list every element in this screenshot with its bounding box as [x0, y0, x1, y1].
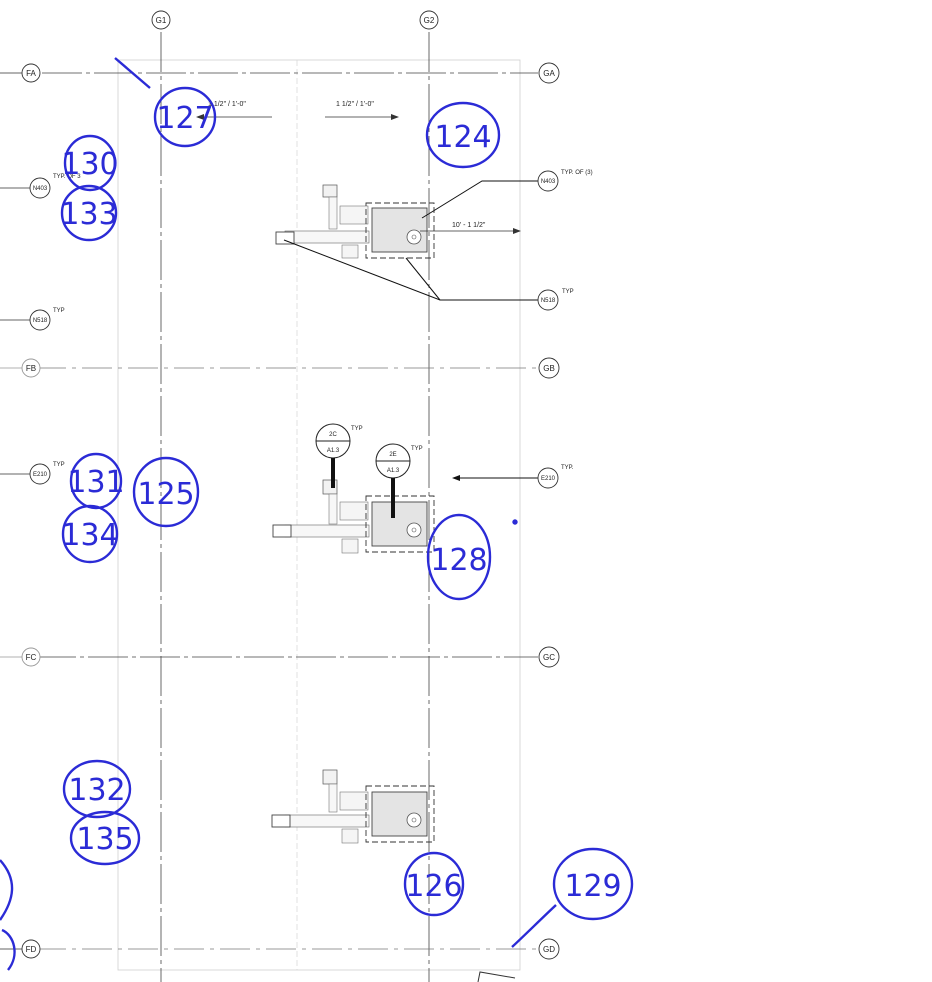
- grid-label-gd: GD: [543, 945, 555, 954]
- grid-label-fd: FD: [26, 945, 37, 954]
- callout-n403-tag: N403: [541, 179, 556, 185]
- callout-n518: N518 TYP: [283, 239, 574, 311]
- left-tag-e210-label: E210: [33, 472, 48, 478]
- grid-bubble-fc: FC: [0, 647, 41, 667]
- left-tag-e210: E210 TYP: [0, 462, 65, 485]
- sheet-border: [117, 59, 521, 971]
- grid-bubble-g1: G1: [151, 10, 171, 30]
- grid-label-gb: GB: [543, 364, 555, 373]
- grid-bubble-gb: GB: [538, 357, 560, 379]
- left-tag-n518-label: N518: [33, 318, 48, 324]
- left-tag-n403-note: TYP. OF 3: [53, 174, 81, 180]
- left-tag-n518: N518 TYP: [0, 308, 65, 331]
- section-mark-2c: 2C A1.3 TYP: [315, 423, 363, 488]
- grid-label-g2: G2: [424, 16, 435, 25]
- callout-n403-note: TYP. OF (3): [561, 170, 593, 176]
- callout-e210-note: TYP.: [561, 465, 574, 471]
- callout-e210-tag: E210: [541, 476, 556, 482]
- left-tag-n518-note: TYP: [53, 308, 65, 314]
- scale-note-right: 1 1/2" / 1'-0": [325, 101, 399, 120]
- section-mark-2c-id: 2C: [329, 432, 337, 438]
- scale-note-left-text: 1 1/2" / 1'-0": [208, 101, 246, 108]
- section-mark-2e: 2E A1.3 TYP: [375, 443, 423, 518]
- hand-132: 132: [68, 773, 125, 808]
- grid-label-gc: GC: [543, 653, 555, 662]
- left-tag-e210-note: TYP: [53, 462, 65, 468]
- hand-124: 124: [434, 120, 491, 155]
- grid-bubble-ga: GA: [538, 62, 560, 84]
- grid-bubble-fa: FA: [0, 63, 41, 83]
- grid-bubble-gd: GD: [538, 938, 560, 960]
- left-tag-n403: N403 TYP. OF 3: [0, 174, 81, 199]
- section-mark-2c-sheet: A1.3: [327, 448, 340, 454]
- grid-label-fc: FC: [26, 653, 37, 662]
- section-mark-2e-sheet: A1.3: [387, 468, 400, 474]
- section-mark-2e-note: TYP: [411, 446, 423, 452]
- left-tag-n403-label: N403: [33, 186, 48, 192]
- hand-134: 134: [61, 518, 118, 553]
- callout-n403: N403 TYP. OF (3): [421, 170, 593, 219]
- hand-125: 125: [137, 477, 194, 512]
- hand-130: 130: [61, 147, 118, 182]
- grid-bubble-gc: GC: [538, 646, 560, 668]
- hand-127: 127: [156, 101, 213, 136]
- callout-e210: E210 TYP.: [452, 465, 574, 489]
- handwritten-annotations: [0, 57, 634, 971]
- grid-bubble-fb: FB: [0, 358, 41, 378]
- hand-131: 131: [67, 465, 124, 500]
- callout-n518-tag: N518: [541, 298, 556, 304]
- section-mark-2e-id: 2E: [389, 452, 396, 458]
- equipment-unit-2: [272, 479, 435, 554]
- paper-fragment: [477, 971, 516, 982]
- grid-label-fa: FA: [26, 69, 36, 78]
- grid-bubble-fd: FD: [0, 939, 41, 959]
- dimension-note: 10' - 1 1/2": [420, 222, 521, 234]
- hand-135: 135: [76, 822, 133, 857]
- callout-n518-note: TYP: [562, 289, 574, 295]
- grid-label-g1: G1: [156, 16, 167, 25]
- handwritten-numbers: 127 124 130 133 131 134 125 128 132 135 …: [60, 101, 621, 904]
- grid-label-ga: GA: [543, 69, 555, 78]
- dimension-text: 10' - 1 1/2": [452, 222, 486, 229]
- hand-133: 133: [60, 197, 117, 232]
- section-mark-2c-note: TYP: [351, 426, 363, 432]
- equipment-unit-1: [275, 184, 435, 259]
- grid-label-fb: FB: [26, 364, 36, 373]
- hand-129: 129: [564, 869, 621, 904]
- hand-126: 126: [405, 869, 462, 904]
- equipment-unit-3: [271, 769, 435, 844]
- scale-note-left: 1 1/2" / 1'-0": [196, 101, 272, 120]
- hand-128: 128: [430, 543, 487, 578]
- scale-note-right-text: 1 1/2" / 1'-0": [336, 101, 374, 108]
- grid-bubble-g2: G2: [419, 10, 439, 30]
